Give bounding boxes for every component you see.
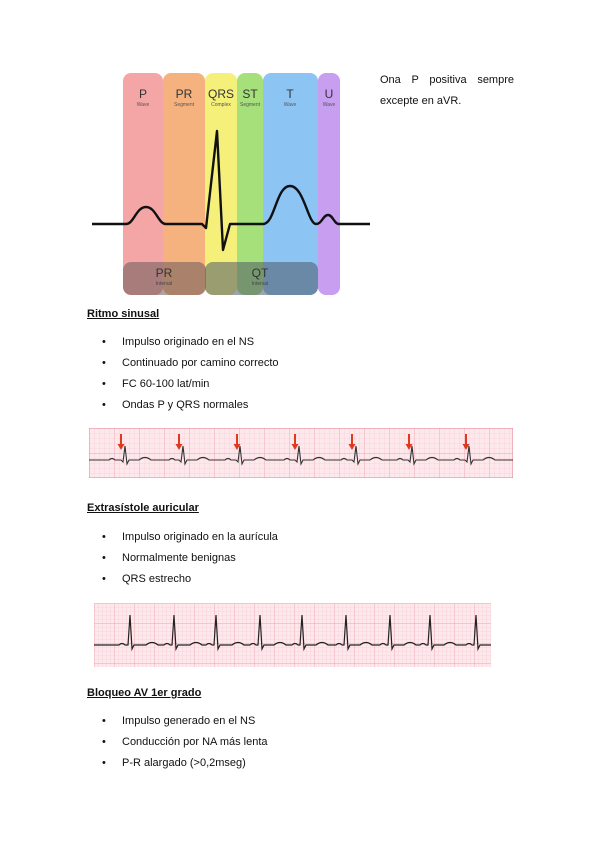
list-item: Ondas P y QRS normales bbox=[100, 398, 279, 419]
list-item: Impulso originado en el NS bbox=[100, 335, 279, 356]
arrow-down-icon bbox=[175, 434, 183, 450]
band-t bbox=[263, 73, 318, 295]
arrow-down-icon bbox=[405, 434, 413, 450]
band-sub-p: Wave bbox=[137, 102, 150, 108]
interval-label-pr: PR bbox=[156, 266, 173, 280]
band-u bbox=[318, 73, 340, 295]
band-sub-qrs: Complex bbox=[211, 102, 231, 108]
interval-box-pr bbox=[123, 262, 206, 295]
band-sublabels: Wave Segment Complex Segment Wave Wave bbox=[137, 102, 336, 108]
band-label-pr: PR bbox=[176, 87, 193, 101]
band-sub-pr: Segment bbox=[174, 102, 195, 108]
ecg-waves-diagram: P PR QRS ST T U Wave Segment Complex Seg… bbox=[92, 73, 370, 295]
p-wave-note: Ona P positiva sempre excepte en aVR. bbox=[380, 70, 514, 112]
list-item: Impulso originado en la aurícula bbox=[100, 530, 278, 551]
arrow-down-icon bbox=[233, 434, 241, 450]
band-label-u: U bbox=[325, 87, 334, 101]
wave-bands bbox=[123, 73, 340, 295]
band-p bbox=[123, 73, 163, 295]
list-item: QRS estrecho bbox=[100, 572, 278, 593]
interval-sub-qt: Interval bbox=[252, 281, 268, 287]
section-title-extrasistole-auricular: Extrasístole auricular bbox=[87, 502, 199, 514]
list-item: Continuado por camino correcto bbox=[100, 356, 279, 377]
arrow-down-icon bbox=[348, 434, 356, 450]
band-label-t: T bbox=[286, 87, 294, 101]
band-label-st: ST bbox=[242, 87, 258, 101]
band-pr bbox=[163, 73, 205, 295]
note-line-1: Ona P positiva sempre bbox=[380, 74, 514, 86]
band-sub-t: Wave bbox=[284, 102, 297, 108]
band-qrs bbox=[205, 73, 237, 295]
band-label-qrs: QRS bbox=[208, 87, 234, 101]
section-title-bloqueo-av: Bloqueo AV 1er grado bbox=[87, 687, 202, 699]
band-labels: P PR QRS ST T U bbox=[139, 87, 333, 101]
section-list-extrasistole-auricular: Impulso originado en la aurícula Normalm… bbox=[100, 530, 278, 593]
interval-sub-pr: Interval bbox=[156, 281, 172, 287]
band-st bbox=[237, 73, 263, 295]
list-item: FC 60-100 lat/min bbox=[100, 377, 279, 398]
list-item: Normalmente benignas bbox=[100, 551, 278, 572]
section-title-ritmo-sinusal: Ritmo sinusal bbox=[87, 308, 160, 320]
list-item: Impulso generado en el NS bbox=[100, 714, 268, 735]
ecg-trace bbox=[94, 614, 491, 652]
list-item: Conducción por NA más lenta bbox=[100, 735, 268, 756]
ecg-strip-sinus-rhythm bbox=[89, 428, 513, 478]
grid-lines bbox=[94, 603, 491, 667]
list-item: P-R alargado (>0,2mseg) bbox=[100, 756, 268, 777]
ecg-trace bbox=[89, 445, 513, 466]
ecg-strip-atrial-extrasystole bbox=[94, 603, 491, 667]
section-list-ritmo-sinusal: Impulso originado en el NS Continuado po… bbox=[100, 335, 279, 419]
section-list-bloqueo-av: Impulso generado en el NS Conducción por… bbox=[100, 714, 268, 777]
grid-lines bbox=[89, 428, 513, 478]
arrow-down-icon bbox=[462, 434, 470, 450]
note-line-2: excepte en aVR. bbox=[380, 95, 462, 107]
band-label-p: P bbox=[139, 87, 147, 101]
interval-box-qt bbox=[205, 262, 318, 295]
band-sub-st: Segment bbox=[240, 102, 261, 108]
band-sub-u: Wave bbox=[323, 102, 336, 108]
ecg-trace bbox=[92, 129, 370, 252]
arrow-down-icon bbox=[291, 434, 299, 450]
p-wave-arrows bbox=[117, 434, 470, 450]
arrow-down-icon bbox=[117, 434, 125, 450]
interval-label-qt: QT bbox=[252, 266, 269, 280]
